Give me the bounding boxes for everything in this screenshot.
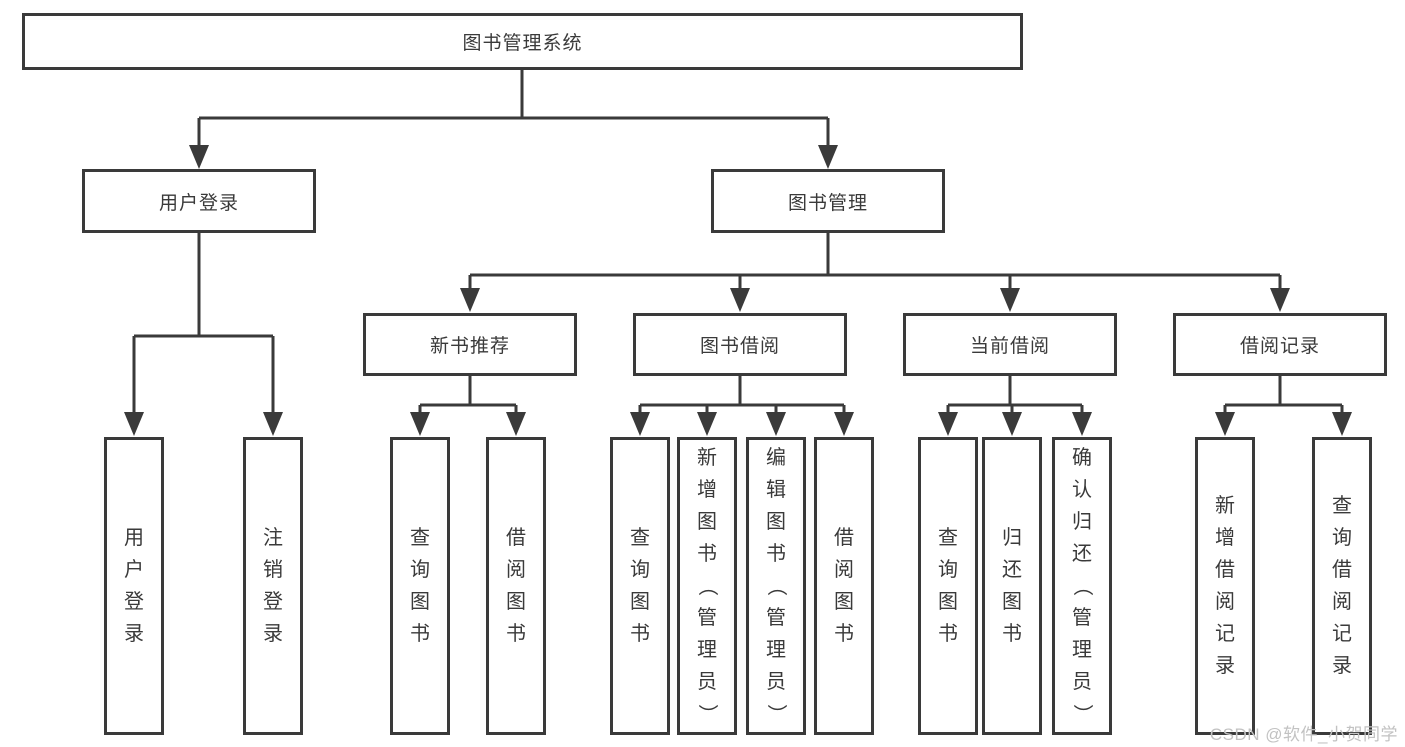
node-user-login: 用户登录 bbox=[82, 169, 316, 233]
leaf-nb-query-books: 查询图书 bbox=[390, 437, 450, 735]
connector-stems-and-bars bbox=[132, 69, 1344, 414]
node-book-management-label: 图书管理 bbox=[787, 192, 868, 214]
node-new-book-recommend: 新书推荐 bbox=[363, 313, 577, 376]
arrow-down-icon bbox=[263, 412, 283, 436]
leaf-br-add-record: 新增借阅记录 bbox=[1195, 437, 1255, 735]
arrow-down-icon bbox=[730, 288, 750, 312]
arrow-down-icon bbox=[189, 145, 209, 169]
leaf-nb-borrow-books-label: 借阅图书 bbox=[506, 527, 526, 645]
leaf-cb-query-books: 查询图书 bbox=[918, 437, 978, 735]
leaf-bb-query-books: 查询图书 bbox=[610, 437, 670, 735]
arrow-down-icon bbox=[1000, 288, 1020, 312]
arrow-down-icon bbox=[834, 412, 854, 436]
watermark: CSDN @软件_小贺同学 bbox=[1209, 725, 1398, 744]
leaf-bb-borrow-books-label: 借阅图书 bbox=[834, 527, 854, 645]
leaf-cb-return-books-label: 归还图书 bbox=[1002, 527, 1022, 645]
node-book-borrowing-label: 图书借阅 bbox=[699, 336, 780, 357]
leaf-nb-query-books-label: 查询图书 bbox=[410, 527, 430, 645]
arrow-down-icon bbox=[1270, 288, 1290, 312]
node-user-login-label: 用户登录 bbox=[158, 192, 239, 214]
leaf-br-query-record-label: 查询借阅记录 bbox=[1332, 495, 1352, 677]
leaf-nb-borrow-books: 借阅图书 bbox=[486, 437, 546, 735]
leaf-br-query-record: 查询借阅记录 bbox=[1312, 437, 1372, 735]
arrow-down-icon bbox=[1215, 412, 1235, 436]
arrow-down-icon bbox=[630, 412, 650, 436]
node-new-book-recommend-label: 新书推荐 bbox=[429, 336, 510, 357]
arrow-down-icon bbox=[766, 412, 786, 436]
arrow-down-icon bbox=[506, 412, 526, 436]
leaf-bb-edit-book-admin: 编辑图书（管理员） bbox=[746, 437, 806, 735]
arrow-down-icon bbox=[410, 412, 430, 436]
node-book-borrowing: 图书借阅 bbox=[633, 313, 847, 376]
leaf-bb-query-books-label: 查询图书 bbox=[630, 527, 650, 645]
leaf-cb-confirm-return-admin: 确认归还（管理员） bbox=[1052, 437, 1112, 735]
leaf-user-login: 用户登录 bbox=[104, 437, 164, 735]
arrow-down-icon bbox=[124, 412, 144, 436]
arrow-down-icon bbox=[818, 145, 838, 169]
arrowhead-icons bbox=[124, 145, 1352, 436]
arrow-down-icon bbox=[1002, 412, 1022, 436]
node-book-management: 图书管理 bbox=[711, 169, 945, 233]
arrow-down-icon bbox=[697, 412, 717, 436]
node-current-borrowing-label: 当前借阅 bbox=[969, 336, 1050, 357]
leaf-user-login-label: 用户登录 bbox=[124, 527, 144, 645]
node-borrow-records-label: 借阅记录 bbox=[1239, 336, 1320, 357]
leaf-cb-confirm-return-admin-label: 确认归还（管理员） bbox=[1071, 447, 1093, 724]
leaf-cb-return-books: 归还图书 bbox=[982, 437, 1042, 735]
node-current-borrowing: 当前借阅 bbox=[903, 313, 1117, 376]
arrow-down-icon bbox=[1332, 412, 1352, 436]
node-library-system: 图书管理系统 bbox=[22, 13, 1023, 70]
arrow-down-icon bbox=[1072, 412, 1092, 436]
leaf-bb-borrow-books: 借阅图书 bbox=[814, 437, 874, 735]
leaf-bb-edit-book-admin-label: 编辑图书（管理员） bbox=[765, 447, 787, 724]
arrow-down-icon bbox=[938, 412, 958, 436]
leaf-logout-label: 注销登录 bbox=[263, 527, 283, 645]
leaf-bb-add-book-admin: 新增图书（管理员） bbox=[677, 437, 737, 735]
node-borrow-records: 借阅记录 bbox=[1173, 313, 1387, 376]
node-library-system-label: 图书管理系统 bbox=[462, 33, 583, 54]
leaf-bb-add-book-admin-label: 新增图书（管理员） bbox=[696, 447, 718, 724]
leaf-cb-query-books-label: 查询图书 bbox=[938, 527, 958, 645]
leaf-logout: 注销登录 bbox=[243, 437, 303, 735]
arrow-down-icon bbox=[460, 288, 480, 312]
leaf-br-add-record-label: 新增借阅记录 bbox=[1215, 495, 1235, 677]
